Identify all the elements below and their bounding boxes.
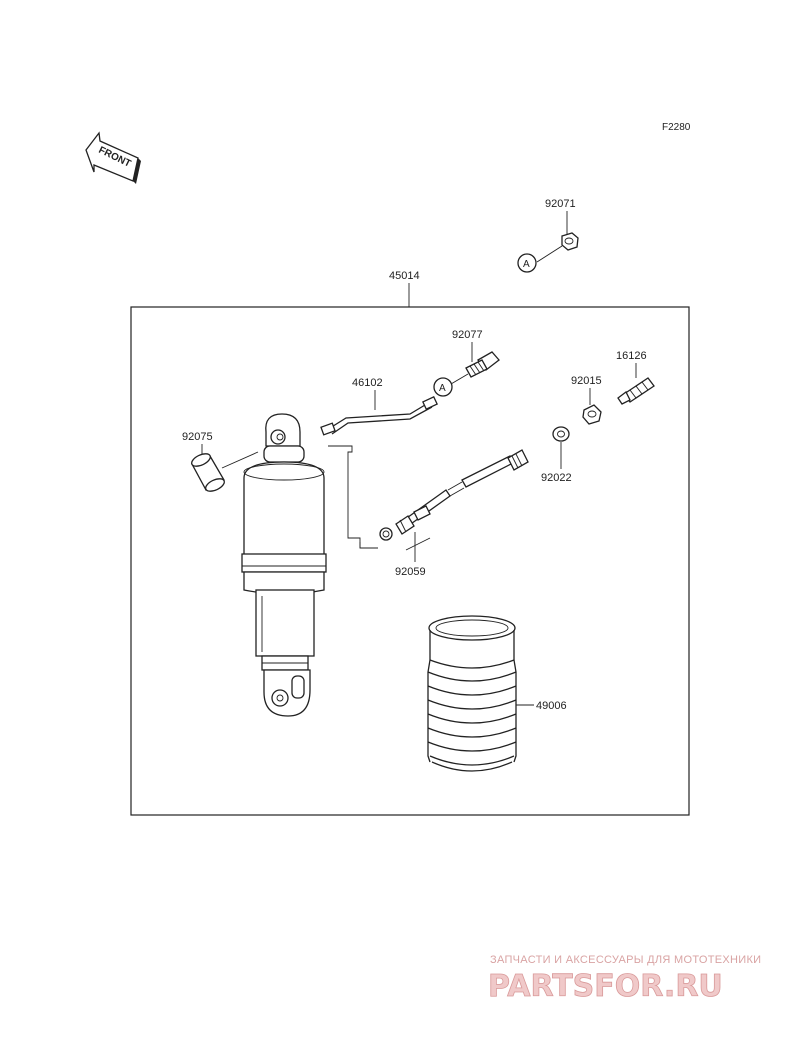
adjuster-rod <box>395 449 529 535</box>
callout-a-circle-inner: A <box>433 377 453 397</box>
washer-92022 <box>552 426 570 442</box>
nut-92071 <box>561 232 579 251</box>
svg-text:A: A <box>523 259 530 270</box>
assembly-frame <box>130 306 690 816</box>
rubber-boot-49006 <box>427 615 517 772</box>
svg-text:A: A <box>439 383 446 394</box>
part-label-16126: 16126 <box>616 350 647 362</box>
watermark-tagline: ЗАПЧАСТИ И АКСЕССУАРЫ ДЛЯ МОТОТЕХНИКИ <box>490 954 761 966</box>
callout-a-circle-top: A <box>517 253 537 273</box>
watermark-logo: PARTSFOR.RU <box>488 969 723 1004</box>
o-ring-92059 <box>379 527 393 541</box>
bushing-92075 <box>191 453 225 492</box>
shock-absorber-45014 <box>241 413 327 717</box>
part-label-92022: 92022 <box>541 472 572 484</box>
part-label-45014: 45014 <box>389 270 420 282</box>
banjo-bolt-92077 <box>465 351 500 378</box>
valve-16126 <box>617 377 655 405</box>
nut-92015 <box>582 404 602 425</box>
part-label-92077: 92077 <box>452 329 483 341</box>
hose-46102 <box>320 395 438 436</box>
front-arrow-icon: FRONT <box>85 131 141 184</box>
part-label-46102: 46102 <box>352 377 383 389</box>
part-label-92059: 92059 <box>395 566 426 578</box>
part-label-92015: 92015 <box>571 375 602 387</box>
part-label-49006: 49006 <box>536 700 567 712</box>
diagram-ref-code: F2280 <box>662 122 691 133</box>
part-label-92071: 92071 <box>545 198 576 210</box>
part-label-92075: 92075 <box>182 431 213 443</box>
